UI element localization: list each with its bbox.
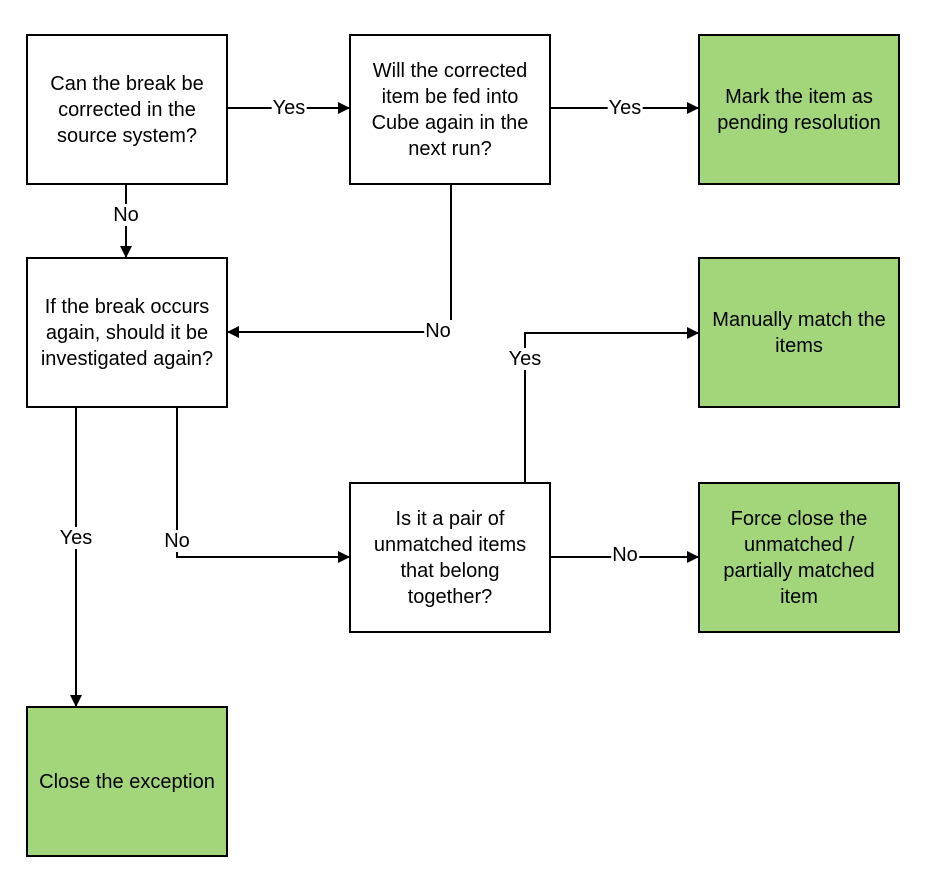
- decision-label: Is it a pair of unmatched items that bel…: [373, 507, 527, 608]
- action-force-close: Force close the unmatched / partially ma…: [698, 482, 900, 633]
- edge-label-no: No: [112, 204, 140, 226]
- edge-label-yes: Yes: [507, 348, 543, 370]
- action-label: Close the exception: [39, 770, 215, 793]
- edge-label-no: No: [163, 530, 191, 552]
- action-mark-pending: Mark the item as pending resolution: [698, 34, 900, 185]
- decision-pair-unmatched: Is it a pair of unmatched items that bel…: [349, 482, 551, 633]
- action-label: Mark the item as pending resolution: [717, 85, 881, 134]
- decision-label: Will the corrected item be fed into Cube…: [371, 59, 529, 160]
- edge-label-yes: Yes: [58, 527, 94, 549]
- decision-label: Can the break be corrected in the source…: [50, 72, 204, 147]
- action-label: Force close the unmatched / partially ma…: [723, 507, 875, 608]
- action-manual-match: Manually match the items: [698, 257, 900, 408]
- edge-label-no: No: [424, 320, 452, 342]
- edge-fed-to-investigate: [227, 185, 452, 338]
- edge-label-yes: Yes: [271, 97, 307, 119]
- decision-investigate-again: If the break occurs again, should it be …: [26, 257, 228, 408]
- edge-label-no: No: [611, 544, 639, 566]
- edge-pair-to-manual: [524, 327, 699, 482]
- decision-label: If the break occurs again, should it be …: [40, 295, 214, 370]
- decision-fed-into-cube: Will the corrected item be fed into Cube…: [349, 34, 551, 185]
- action-label: Manually match the items: [712, 308, 886, 357]
- edge-label-yes: Yes: [607, 97, 643, 119]
- decision-correct-in-source: Can the break be corrected in the source…: [26, 34, 228, 185]
- action-close-exception: Close the exception: [26, 706, 228, 857]
- edge-investigate-to-pair: [176, 408, 350, 563]
